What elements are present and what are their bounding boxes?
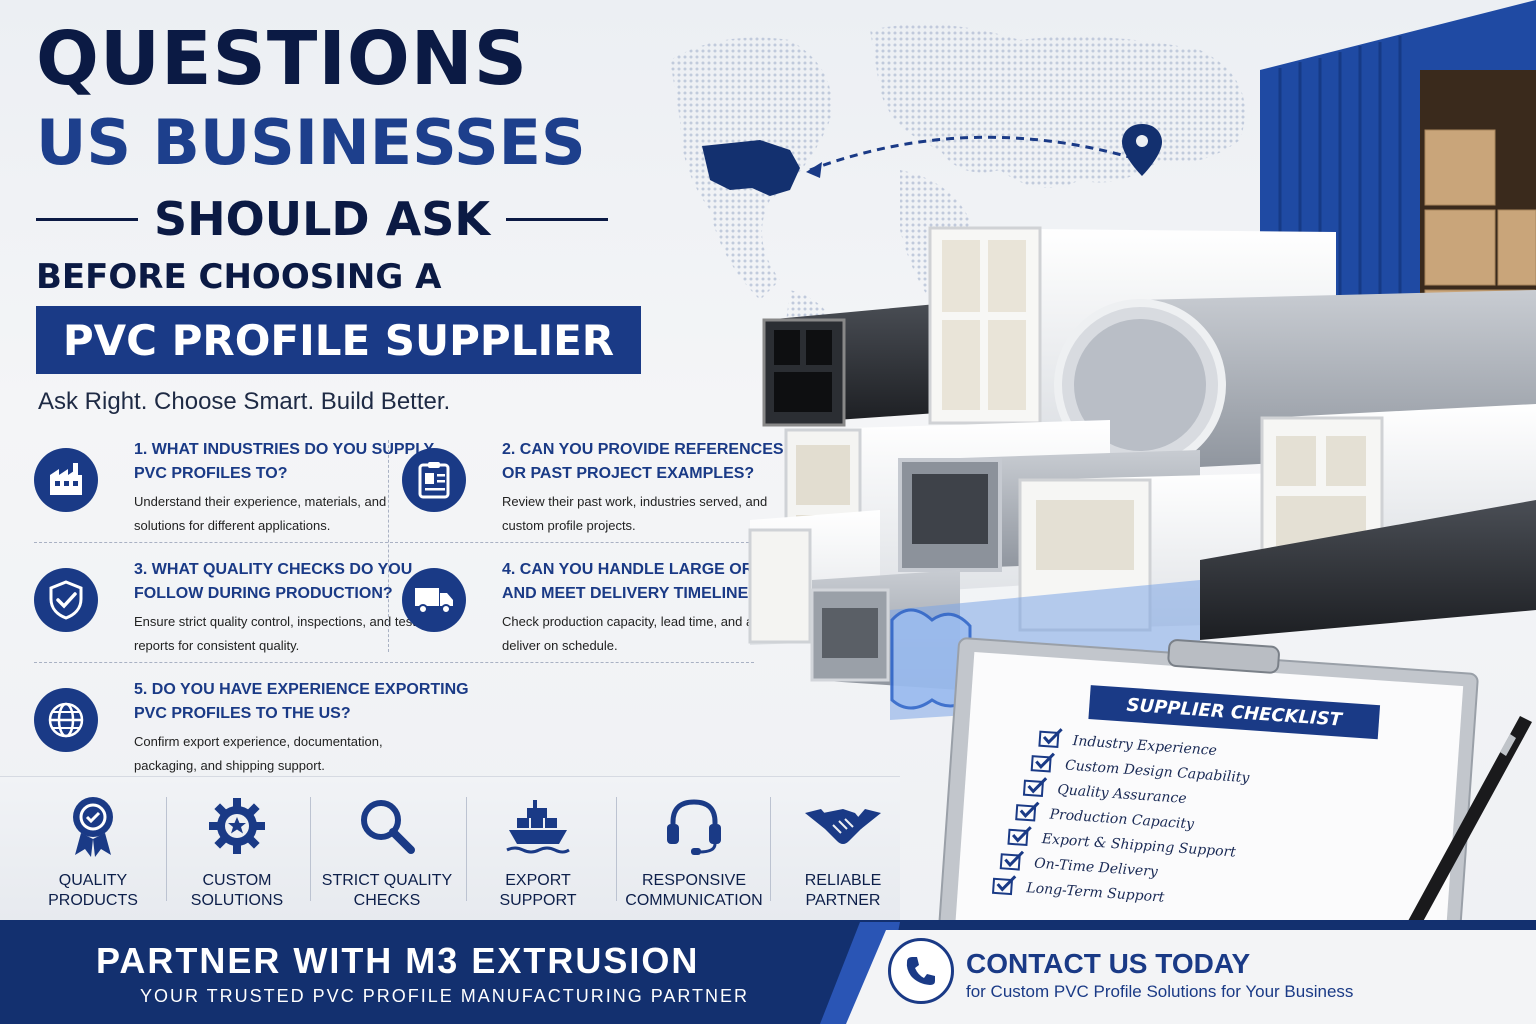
question-desc: Review their past work, industries serve… (502, 494, 768, 533)
checklist-item: Production Capacity (1015, 799, 1414, 852)
question-item-1: 1. What industries do you supply PVC pro… (34, 438, 434, 550)
title-us-businesses: US BUSINESSES (36, 106, 586, 179)
checklist-item: Quality Assurance (1022, 775, 1416, 827)
question-divider (34, 662, 754, 663)
checklist-item: Industry Experience (1038, 726, 1419, 777)
tagline: Ask Right. Choose Smart. Build Better. (38, 388, 451, 415)
question-title: 3. What quality checks do you follow dur… (134, 561, 413, 602)
title-dash-right (506, 217, 609, 221)
shield-check-icon (34, 568, 98, 632)
question-item-2: 2. Can you provide references or past pr… (402, 438, 784, 550)
checkbox-checked-icon (999, 850, 1025, 871)
question-title: 5. Do you have experience exporting PVC … (134, 681, 469, 722)
feature-export-support: Export Support (463, 795, 613, 911)
pvc-profiles-stack (748, 226, 1536, 720)
route-dashed-line (809, 135, 1141, 172)
footer-contact-panel (846, 930, 1536, 1024)
question-title: 2. Can you provide references or past pr… (502, 441, 784, 482)
question-item-3: 3. What quality checks do you follow dur… (34, 558, 416, 670)
feature-separator (166, 797, 167, 901)
checkbox-checked-icon (992, 874, 1017, 895)
headset-icon (620, 795, 768, 857)
feature-reliable-partner: Reliable Partner (768, 795, 918, 911)
clipboard-id-icon (402, 448, 466, 512)
feature-separator (466, 797, 467, 901)
feature-separator (616, 797, 617, 901)
checkbox-checked-icon (1038, 727, 1063, 748)
magnifier-icon (312, 795, 462, 857)
question-title: 1. What industries do you supply PVC pro… (134, 441, 434, 482)
feature-label: Custom Solutions (190, 872, 284, 909)
feature-custom-solutions: Custom Solutions (162, 795, 312, 911)
contact-heading[interactable]: CONTACT US TODAY (966, 948, 1251, 979)
feature-label: Export Support (499, 872, 577, 909)
checkbox-checked-icon (1007, 825, 1032, 846)
question-item-4: 4. Can you handle large orders and meet … (402, 558, 798, 670)
usa-map-highlight (702, 140, 800, 196)
feature-strict-quality-checks: Strict Quality Checks (312, 795, 462, 911)
question-desc: Check production capacity, lead time, an… (502, 614, 794, 653)
truck-icon (402, 568, 466, 632)
question-divider-vertical (388, 440, 389, 652)
checkbox-checked-icon (1015, 801, 1040, 822)
title-pvc-profile-supplier: PVC PROFILE SUPPLIER (36, 306, 641, 374)
checklist-item: On-Time Delivery (999, 848, 1410, 902)
feature-label: Responsive Communication (625, 872, 763, 909)
question-desc: Understand their experience, materials, … (134, 494, 387, 533)
title-before-choosing: BEFORE CHOOSING A (36, 257, 442, 297)
gear-star-icon (162, 795, 312, 857)
checklist-item: Export & Shipping Support (1007, 824, 1412, 877)
checkbox-checked-icon (1022, 776, 1048, 797)
feature-label: Quality Products (48, 872, 138, 909)
title-questions: QUESTIONS (36, 16, 528, 102)
feature-label: Strict Quality Checks (321, 872, 453, 909)
feature-quality-products: Quality Products (18, 795, 168, 911)
feature-separator (770, 797, 771, 901)
feature-separator (310, 797, 311, 901)
ribbon-badge-icon (18, 795, 168, 857)
checklist-item-label: Long-Term Support (1025, 879, 1165, 906)
phone-icon[interactable] (888, 938, 954, 1004)
checkbox-checked-icon (1030, 752, 1056, 772)
title-dash-left (36, 217, 139, 221)
contact-subheading: for Custom PVC Profile Solutions for You… (966, 982, 1354, 1001)
question-divider (34, 542, 754, 543)
globe-icon (34, 688, 98, 752)
location-pin-icon (1122, 124, 1162, 176)
pen (1408, 716, 1532, 920)
checklist-item: Custom Design Capability (1030, 750, 1417, 802)
features-bar: Quality Products Custom Solutions (0, 776, 900, 920)
partner-heading: PARTNER WITH M3 EXTRUSION (96, 940, 700, 981)
feature-label: Reliable Partner (804, 872, 882, 909)
title-should-ask-row: SHOULD ASK (36, 192, 609, 246)
partner-subheading: YOUR TRUSTED PVC PROFILE MANUFACTURING P… (140, 986, 750, 1006)
title-should-ask: SHOULD ASK (154, 192, 490, 246)
feature-responsive-communication: Responsive Communication (620, 795, 768, 911)
handshake-icon (768, 795, 918, 857)
factory-icon (34, 448, 98, 512)
question-desc: Confirm export experience, documentation… (134, 734, 383, 773)
route-arrowhead (806, 162, 822, 178)
question-desc: Ensure strict quality control, inspectio… (134, 614, 416, 653)
question-item-5: 5. Do you have experience exporting PVC … (34, 678, 469, 790)
ship-icon (463, 795, 613, 857)
question-title: 4. Can you handle large orders and meet … (502, 561, 798, 602)
checklist-item: Long-Term Support (992, 873, 1409, 927)
